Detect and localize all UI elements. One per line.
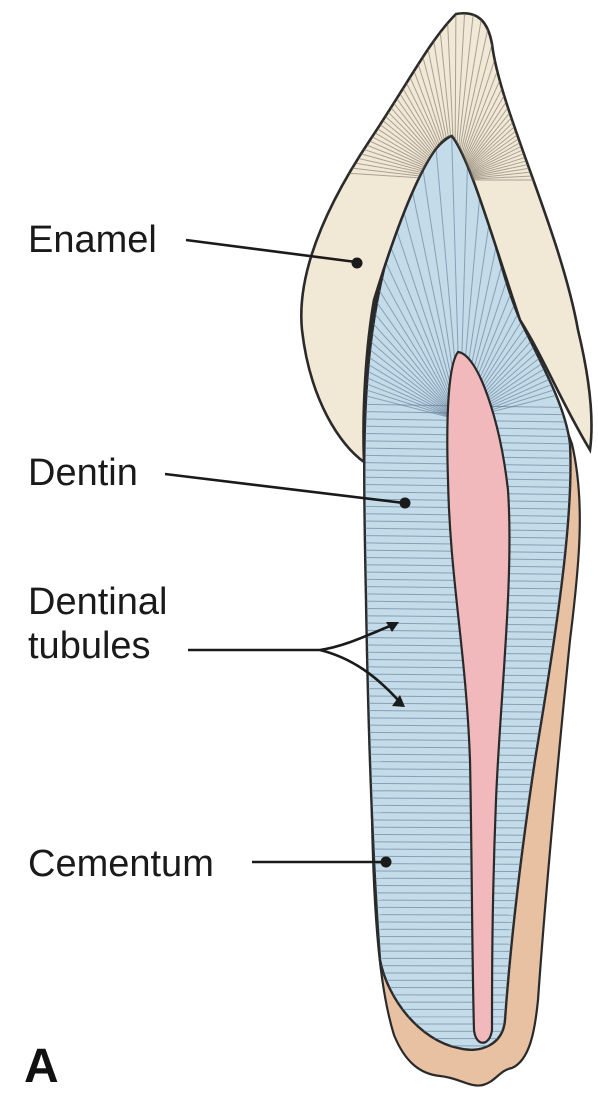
enamel-label: Enamel: [28, 219, 157, 261]
dentinal-tubules-label-line1: Dentinal: [28, 581, 167, 623]
dentin-leader-dot: [400, 498, 411, 509]
cementum-label: Cementum: [28, 843, 214, 885]
enamel-rod-lines: [176, 0, 598, 180]
dentin-label: Dentin: [28, 452, 138, 494]
enamel-leader-dot: [352, 258, 363, 269]
dentinal-tubules-label-line2: tubules: [28, 625, 151, 667]
panel-label: A: [24, 1040, 59, 1093]
cementum-leader-dot: [381, 857, 392, 868]
